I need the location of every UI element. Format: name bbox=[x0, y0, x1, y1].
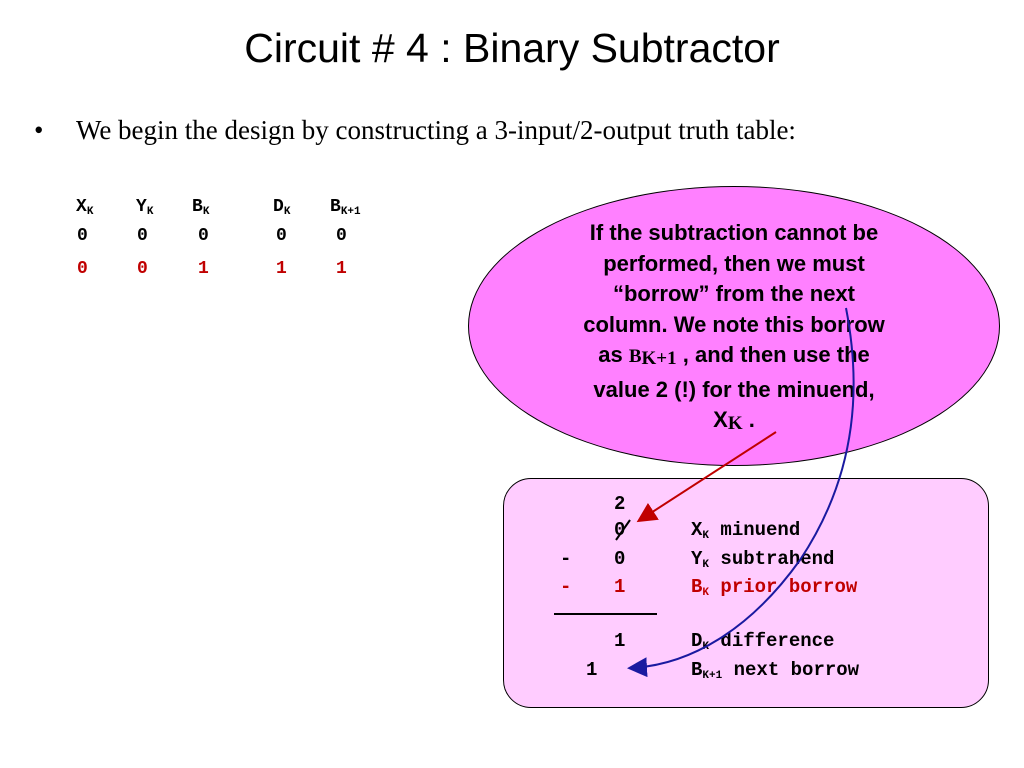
callout-line: performed, then we must bbox=[603, 250, 865, 276]
header-xk: XK bbox=[76, 197, 94, 218]
minuend-digit: 0 bbox=[614, 519, 626, 541]
label-subtrahend: YK subtrahend bbox=[691, 548, 835, 571]
header-bk: BK bbox=[192, 197, 210, 218]
slide-title: Circuit # 4 : Binary Subtractor bbox=[244, 25, 780, 71]
header-bk1: BK+1 bbox=[330, 197, 361, 218]
table-cell: 1 bbox=[336, 259, 347, 279]
callout-line: XK . bbox=[713, 407, 755, 434]
next-borrow-digit: 1 bbox=[586, 659, 598, 681]
table-cell: 0 bbox=[137, 226, 148, 246]
table-cell: 0 bbox=[276, 226, 287, 246]
callout-line: column. We note this borrow bbox=[583, 311, 885, 337]
callout-text: If the subtraction cannot be performed, … bbox=[520, 218, 948, 440]
header-dk: DK bbox=[273, 197, 291, 218]
subtrahend-digit: 0 bbox=[614, 548, 626, 570]
table-cell: 0 bbox=[137, 259, 148, 279]
callout-line: as BK+1 , and then use the bbox=[598, 342, 870, 369]
bullet-text: We begin the design by constructing a 3-… bbox=[76, 115, 796, 145]
label-next-borrow: BK+1 next borrow bbox=[691, 659, 860, 682]
borrow-digit: 1 bbox=[614, 576, 626, 598]
table-cell: 0 bbox=[336, 226, 347, 246]
label-prior-borrow: BK prior borrow bbox=[691, 576, 858, 599]
borrow-sign: - bbox=[560, 576, 572, 598]
table-cell: 0 bbox=[198, 226, 209, 246]
subtrahend-sign: - bbox=[560, 548, 572, 570]
bullet-icon: • bbox=[34, 115, 44, 145]
sum-rule bbox=[554, 613, 657, 615]
table-cell: 0 bbox=[77, 226, 88, 246]
bullet-point: • We begin the design by constructing a 3… bbox=[34, 112, 796, 148]
difference-digit: 1 bbox=[614, 630, 626, 652]
table-cell: 1 bbox=[198, 259, 209, 279]
borrowed-value: 2 bbox=[614, 493, 626, 515]
label-difference: DK difference bbox=[691, 630, 835, 653]
callout-line: If the subtraction cannot be bbox=[589, 220, 879, 245]
table-cell: 0 bbox=[77, 259, 88, 279]
table-cell: 1 bbox=[276, 259, 287, 279]
callout-line: “borrow” from the next bbox=[612, 281, 855, 306]
header-yk: YK bbox=[136, 197, 154, 218]
label-minuend: XK minuend bbox=[691, 519, 801, 542]
callout-line: value 2 (!) for the minuend, bbox=[593, 376, 875, 402]
